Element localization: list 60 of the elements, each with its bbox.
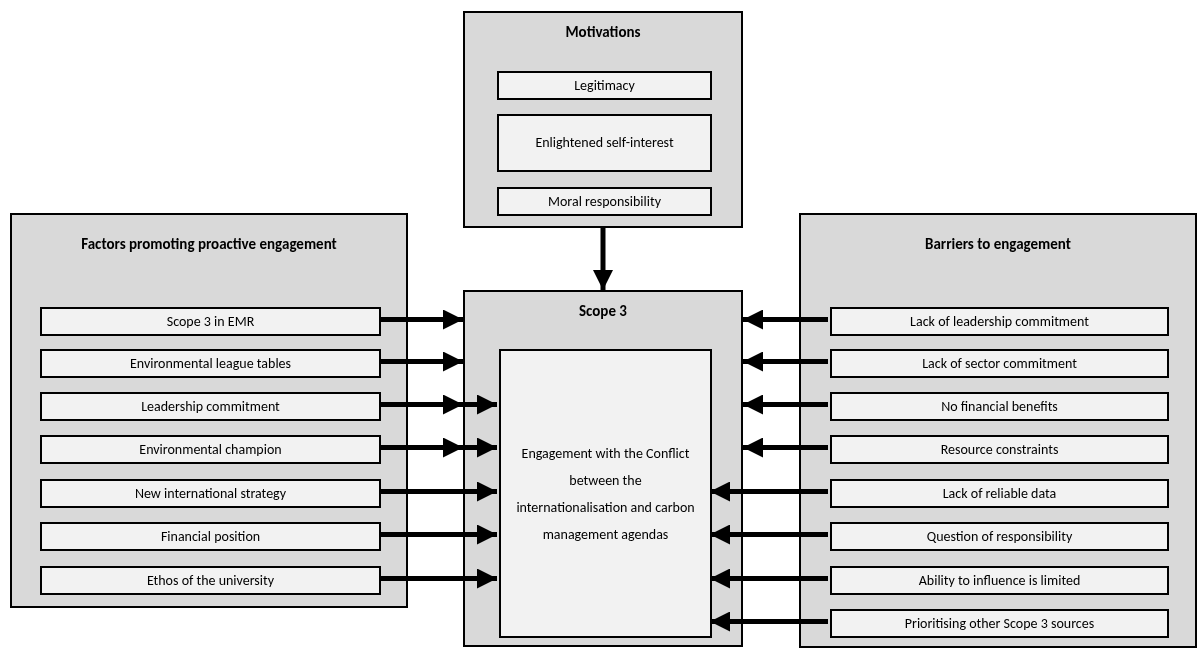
factor-box — [830, 479, 1169, 508]
group-panel — [10, 213, 408, 608]
item-text: Ability to influence is limited — [917, 570, 1082, 591]
arrow — [379, 309, 463, 330]
group-panel — [799, 213, 1197, 648]
factor-box — [40, 349, 381, 378]
factor-box — [830, 349, 1169, 378]
arrow — [743, 309, 828, 330]
group-panel — [463, 11, 743, 228]
arrow — [379, 524, 497, 545]
factor-box — [830, 566, 1169, 595]
item-text: Environmental league tables — [128, 353, 293, 374]
panel-heading: Barriers to engagement — [924, 234, 1072, 255]
item-text: Environmental champion — [138, 439, 283, 460]
group-panel — [463, 290, 743, 647]
item-text: Lack of leadership commitment — [909, 311, 1090, 332]
item-text: Engagement with the Conflict between the internationalisation and carbon management agendas — [515, 443, 696, 545]
item-text: Legitimacy — [573, 75, 636, 96]
factor-box — [40, 522, 381, 551]
factor-box — [830, 392, 1169, 421]
factor-box — [830, 435, 1169, 464]
factor-box — [830, 609, 1169, 638]
factor-box — [40, 307, 381, 336]
item-text: New international strategy — [133, 483, 288, 504]
item-text: Question of responsibility — [925, 526, 1074, 547]
arrow — [743, 351, 828, 372]
factor-box — [40, 566, 381, 595]
arrow — [710, 524, 828, 545]
arrow — [593, 228, 613, 290]
factor-box — [40, 435, 381, 464]
factor-box — [40, 479, 381, 508]
central-box — [499, 349, 712, 638]
arrow — [379, 351, 463, 372]
item-text: Moral responsibility — [547, 191, 662, 212]
arrow — [379, 568, 497, 589]
arrow — [743, 437, 828, 458]
item-text: Financial position — [159, 526, 262, 547]
factor-box — [40, 392, 381, 421]
item-text: Lack of reliable data — [941, 483, 1058, 504]
factor-box — [830, 307, 1169, 336]
item-text: Resource constraints — [939, 439, 1060, 460]
factor-box — [830, 522, 1169, 551]
item-text: No financial benefits — [940, 396, 1059, 417]
panel-heading: Motivations — [564, 22, 642, 43]
item-text: Prioritising other Scope 3 sources — [903, 613, 1096, 634]
factor-box — [497, 71, 712, 100]
arrow — [710, 611, 828, 632]
item-text: Leadership commitment — [140, 396, 281, 417]
arrow — [379, 481, 497, 502]
factor-box — [497, 187, 712, 216]
item-text: Ethos of the university — [145, 570, 276, 591]
arrow — [710, 481, 828, 502]
item-text: Lack of sector commitment — [921, 353, 1078, 374]
panel-heading: Scope 3 — [578, 301, 628, 322]
arrow — [710, 568, 828, 589]
item-text: Enlightened self-interest — [534, 133, 675, 153]
item-text: Scope 3 in EMR — [165, 311, 256, 332]
panel-heading: Factors promoting proactive engagement — [80, 234, 338, 255]
factor-box — [497, 114, 712, 172]
arrow — [743, 394, 828, 415]
